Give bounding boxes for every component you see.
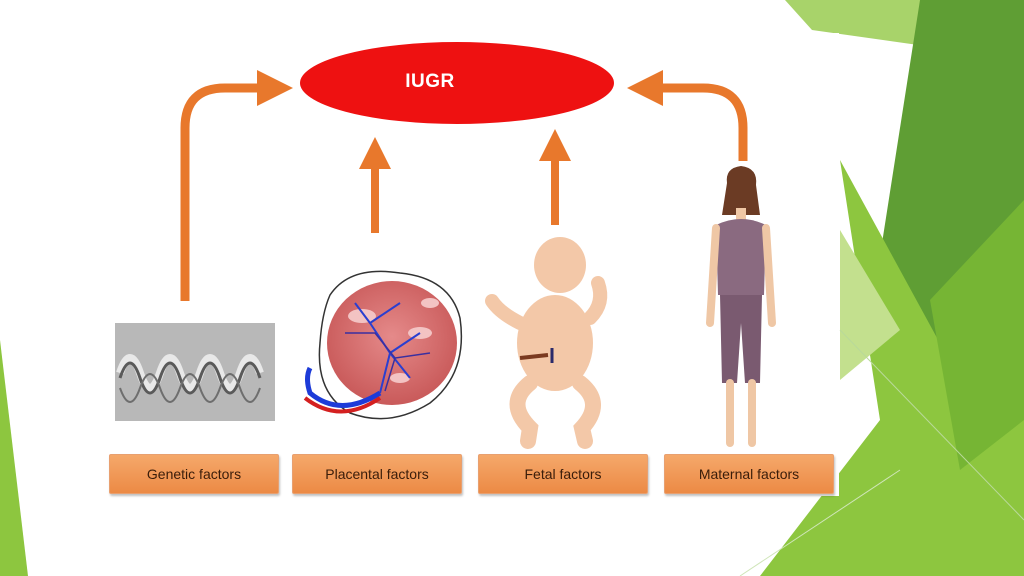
green-facet-right-light (840, 230, 900, 380)
green-facet-left (0, 340, 28, 576)
maternal-factors-label: Maternal factors (664, 454, 834, 494)
fetus-image (485, 237, 608, 449)
arrow-maternal-to-iugr (627, 70, 748, 161)
facet-line (739, 469, 901, 576)
facet-line (839, 329, 1024, 521)
fetal-factors-label: Fetal factors (478, 454, 648, 494)
figure-drawing (115, 40, 776, 449)
green-facet-right-mid (760, 160, 1024, 576)
iugr-factors-figure: IUGR Genetic factors Placental factors F… (100, 33, 839, 496)
woman-image (706, 166, 776, 447)
genetic-factors-label: Genetic factors (109, 454, 279, 494)
green-facet-right-accent (930, 200, 1024, 470)
arrow-genetic-to-iugr (180, 70, 293, 301)
iugr-node-label: IUGR (405, 71, 455, 92)
placenta-image (303, 270, 463, 420)
placental-factors-label: Placental factors (292, 454, 462, 494)
genetic-image (115, 323, 275, 421)
iugr-oval (298, 40, 616, 126)
